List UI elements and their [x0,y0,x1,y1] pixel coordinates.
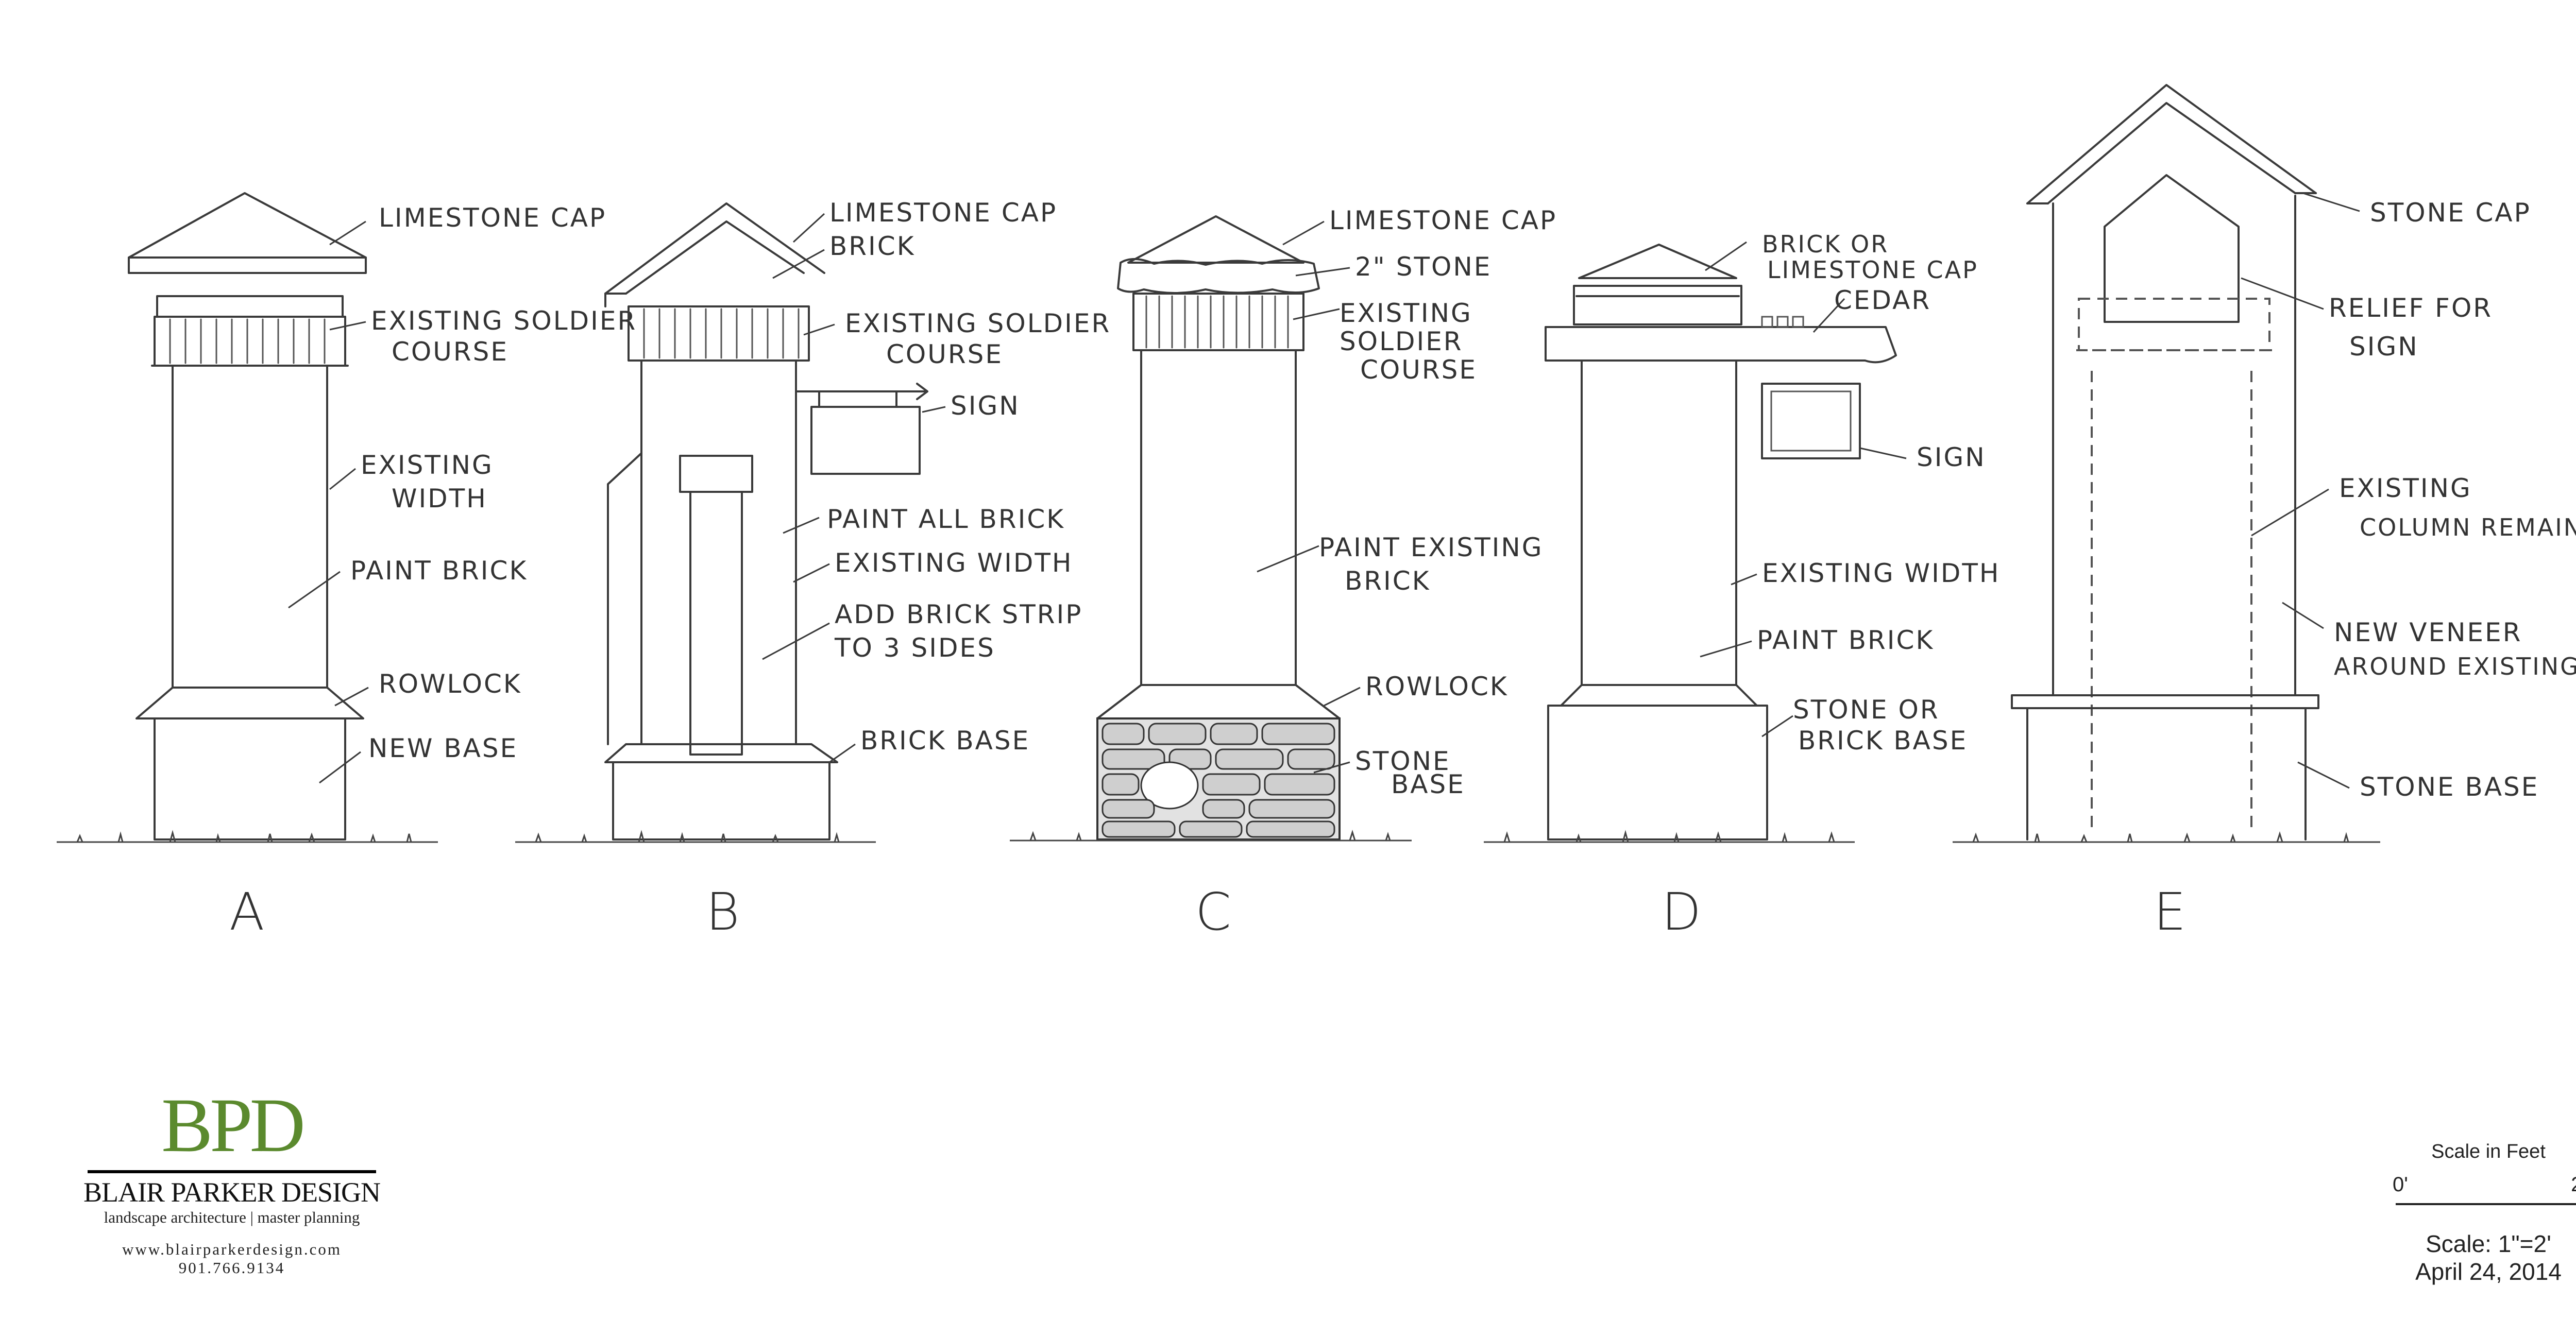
note-a-new-base: NEW BASE [368,733,518,763]
note-b-course: COURSE [886,339,1003,369]
column-label-a: A [229,882,264,942]
note-c-2-inch-stone: 2" STONE [1355,252,1492,282]
scale-bar-line [2396,1203,2576,1205]
note-a-rowlock: ROWLOCK [379,669,522,699]
stone-base-pattern [1101,723,1335,838]
drawing-date: April 24, 2014 [2415,1258,2562,1285]
column-c: LIMESTONE CAP 2" STONE EXISTING SOLDIER … [1010,205,1557,942]
note-c-base: BASE [1391,769,1465,799]
column-label-c: C [1195,882,1231,942]
note-d-paint-brick: PAINT BRICK [1757,625,1934,655]
column-d: BRICK OR LIMESTONE CAP CEDAR SIGN EXISTI… [1484,230,2000,942]
note-b-brick: BRICK [829,231,916,261]
note-e-sign: SIGN [2349,332,2419,362]
scale-ratio: Scale: 1"=2' [2426,1230,2551,1257]
note-c-limestone-cap: LIMESTONE CAP [1329,205,1557,235]
column-label-e: E [2154,882,2186,942]
note-d-sign: SIGN [1917,442,1986,472]
note-e-existing: EXISTING [2339,473,2472,503]
note-a-existing-soldier: EXISTING SOLDIER [371,306,637,336]
logo-tagline: landscape architecture | master planning [104,1208,360,1226]
note-d-brick-base: BRICK BASE [1798,726,1968,756]
logo-website: www.blairparkerdesign.com [122,1240,342,1258]
note-a-paint-brick: PAINT BRICK [350,556,528,586]
note-c-paint-existing: PAINT EXISTING [1319,533,1544,562]
scale-block: Scale in Feet 0' 2' Scale: 1"=2' April 2… [2391,1141,2576,1285]
note-d-brick-or: BRICK OR [1762,230,1889,258]
note-e-stone-base: STONE BASE [2360,772,2539,802]
column-b: LIMESTONE CAP BRICK EXISTING SOLDIER COU… [515,198,1111,942]
note-e-stone-cap: STONE CAP [2370,198,2531,228]
note-b-brick-base: BRICK BASE [860,726,1030,756]
column-a: LIMESTONE CAP EXISTING SOLDIER COURSE EX… [57,192,637,942]
note-e-around-existing: AROUND EXISTING [2334,653,2576,680]
note-a-existing: EXISTING [361,450,494,480]
note-d-limestone-cap: LIMESTONE CAP [1767,256,1978,284]
logo-firm-name: BLAIR PARKER DESIGN [83,1177,381,1208]
note-b-sign: SIGN [951,391,1020,421]
note-c-stone: STONE [1355,746,1451,776]
note-c-course: COURSE [1360,355,1477,385]
note-e-relief-for: RELIEF FOR [2329,293,2493,323]
logo-rule [88,1170,376,1173]
scale-title: Scale in Feet [2431,1141,2546,1162]
scale-start-label: 0' [2393,1173,2408,1196]
column-e: STONE CAP RELIEF FOR SIGN EXISTING COLUM… [1953,84,2576,942]
column-label-b: B [706,882,739,942]
note-d-existing-width: EXISTING WIDTH [1762,558,2000,588]
note-b-paint-all-brick: PAINT ALL BRICK [827,504,1065,534]
note-e-column-remains: COLUMN REMAINS [2360,513,2576,541]
note-c-soldier: SOLDIER [1340,327,1463,356]
note-b-limestone-cap: LIMESTONE CAP [829,198,1057,228]
note-c-brick: BRICK [1345,566,1431,596]
scale-bar: 0' 2' [2391,1173,2576,1205]
note-b-existing-width: EXISTING WIDTH [835,548,1073,578]
note-b-to-3-sides: TO 3 SIDES [834,633,995,663]
column-label-d: D [1662,882,1701,942]
firm-logo: BPD BLAIR PARKER DESIGN landscape archit… [77,1087,386,1277]
note-a-course: COURSE [392,337,509,367]
note-e-new-veneer: NEW VENEER [2334,618,2522,647]
note-a-width: WIDTH [392,484,487,513]
scale-end-label: 2' [2571,1173,2576,1196]
note-a-limestone-cap: LIMESTONE CAP [379,203,606,233]
logo-phone: 901.766.9134 [178,1259,285,1277]
logo-monogram: BPD [161,1083,306,1168]
note-b-add-brick-strip: ADD BRICK STRIP [835,599,1082,629]
note-c-rowlock: ROWLOCK [1365,672,1509,701]
note-d-stone-or: STONE OR [1793,695,1940,725]
note-b-existing-soldier: EXISTING SOLDIER [845,308,1111,338]
note-d-cedar: CEDAR [1834,285,1931,315]
note-c-existing: EXISTING [1340,298,1472,328]
